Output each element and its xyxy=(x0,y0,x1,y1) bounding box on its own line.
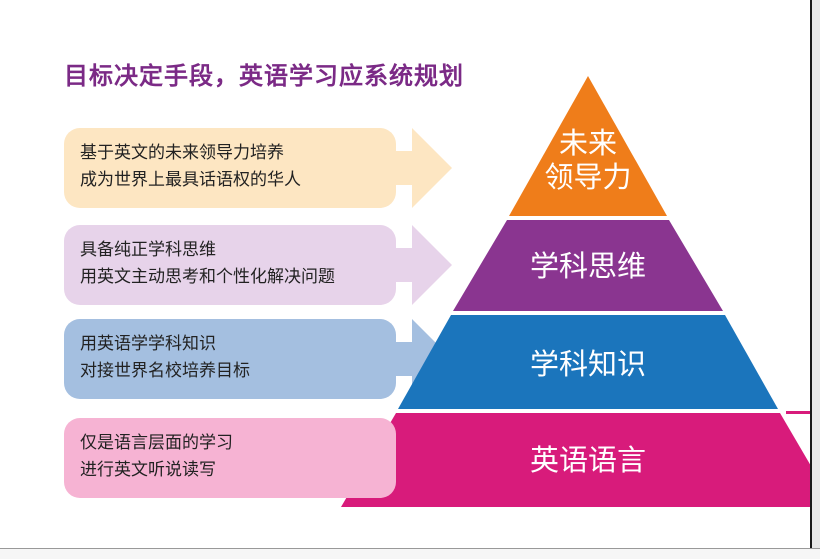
screenshot-frame-edge xyxy=(0,548,820,559)
description-box-2: 具备纯正学科思维 用英文主动思考和个性化解决问题 xyxy=(64,225,396,305)
description-box-4: 仅是语言层面的学习 进行英文听说读写 xyxy=(64,418,396,498)
description-line: 仅是语言层面的学习 xyxy=(80,433,233,453)
tier-label-english-language: 英语语言 xyxy=(529,443,646,477)
description-line: 进行英文听说读写 xyxy=(80,460,216,480)
description-line: 基于英文的未来领导力培养 xyxy=(80,143,284,163)
tier-label-line: 未来 xyxy=(558,126,617,160)
description-box-3: 用英语学学科知识 对接世界名校培养目标 xyxy=(64,319,396,399)
description-line: 用英文主动思考和个性化解决问题 xyxy=(80,267,335,287)
diagram-title: 目标决定手段，英语学习应系统规划 xyxy=(64,62,464,90)
arrow-level-3 xyxy=(392,319,452,399)
tier-label-subject-thinking: 学科思维 xyxy=(529,249,646,283)
description-line: 对接世界名校培养目标 xyxy=(80,361,250,381)
dashed-connector xyxy=(786,411,810,414)
description-line: 具备纯正学科思维 xyxy=(80,240,216,260)
arrow-level-2 xyxy=(392,225,452,305)
description-line: 成为世界上最具话语权的华人 xyxy=(80,170,301,190)
pyramid-tier-subject-knowledge xyxy=(398,315,778,409)
pyramid-tier-english-language xyxy=(341,413,820,507)
description-box-1: 基于英文的未来领导力培养 成为世界上最具话语权的华人 xyxy=(64,128,396,208)
pyramid-tier-future-leadership xyxy=(509,76,667,216)
screenshot-frame-edge xyxy=(810,0,820,559)
arrow-level-1 xyxy=(392,128,452,208)
pyramid-tier-subject-thinking xyxy=(453,220,723,311)
tier-label-future-leadership: 未来 领导力 xyxy=(538,126,638,194)
tier-label-subject-knowledge: 学科知识 xyxy=(529,347,646,381)
description-line: 用英语学学科知识 xyxy=(80,334,216,354)
tier-label-line: 领导力 xyxy=(544,160,632,194)
